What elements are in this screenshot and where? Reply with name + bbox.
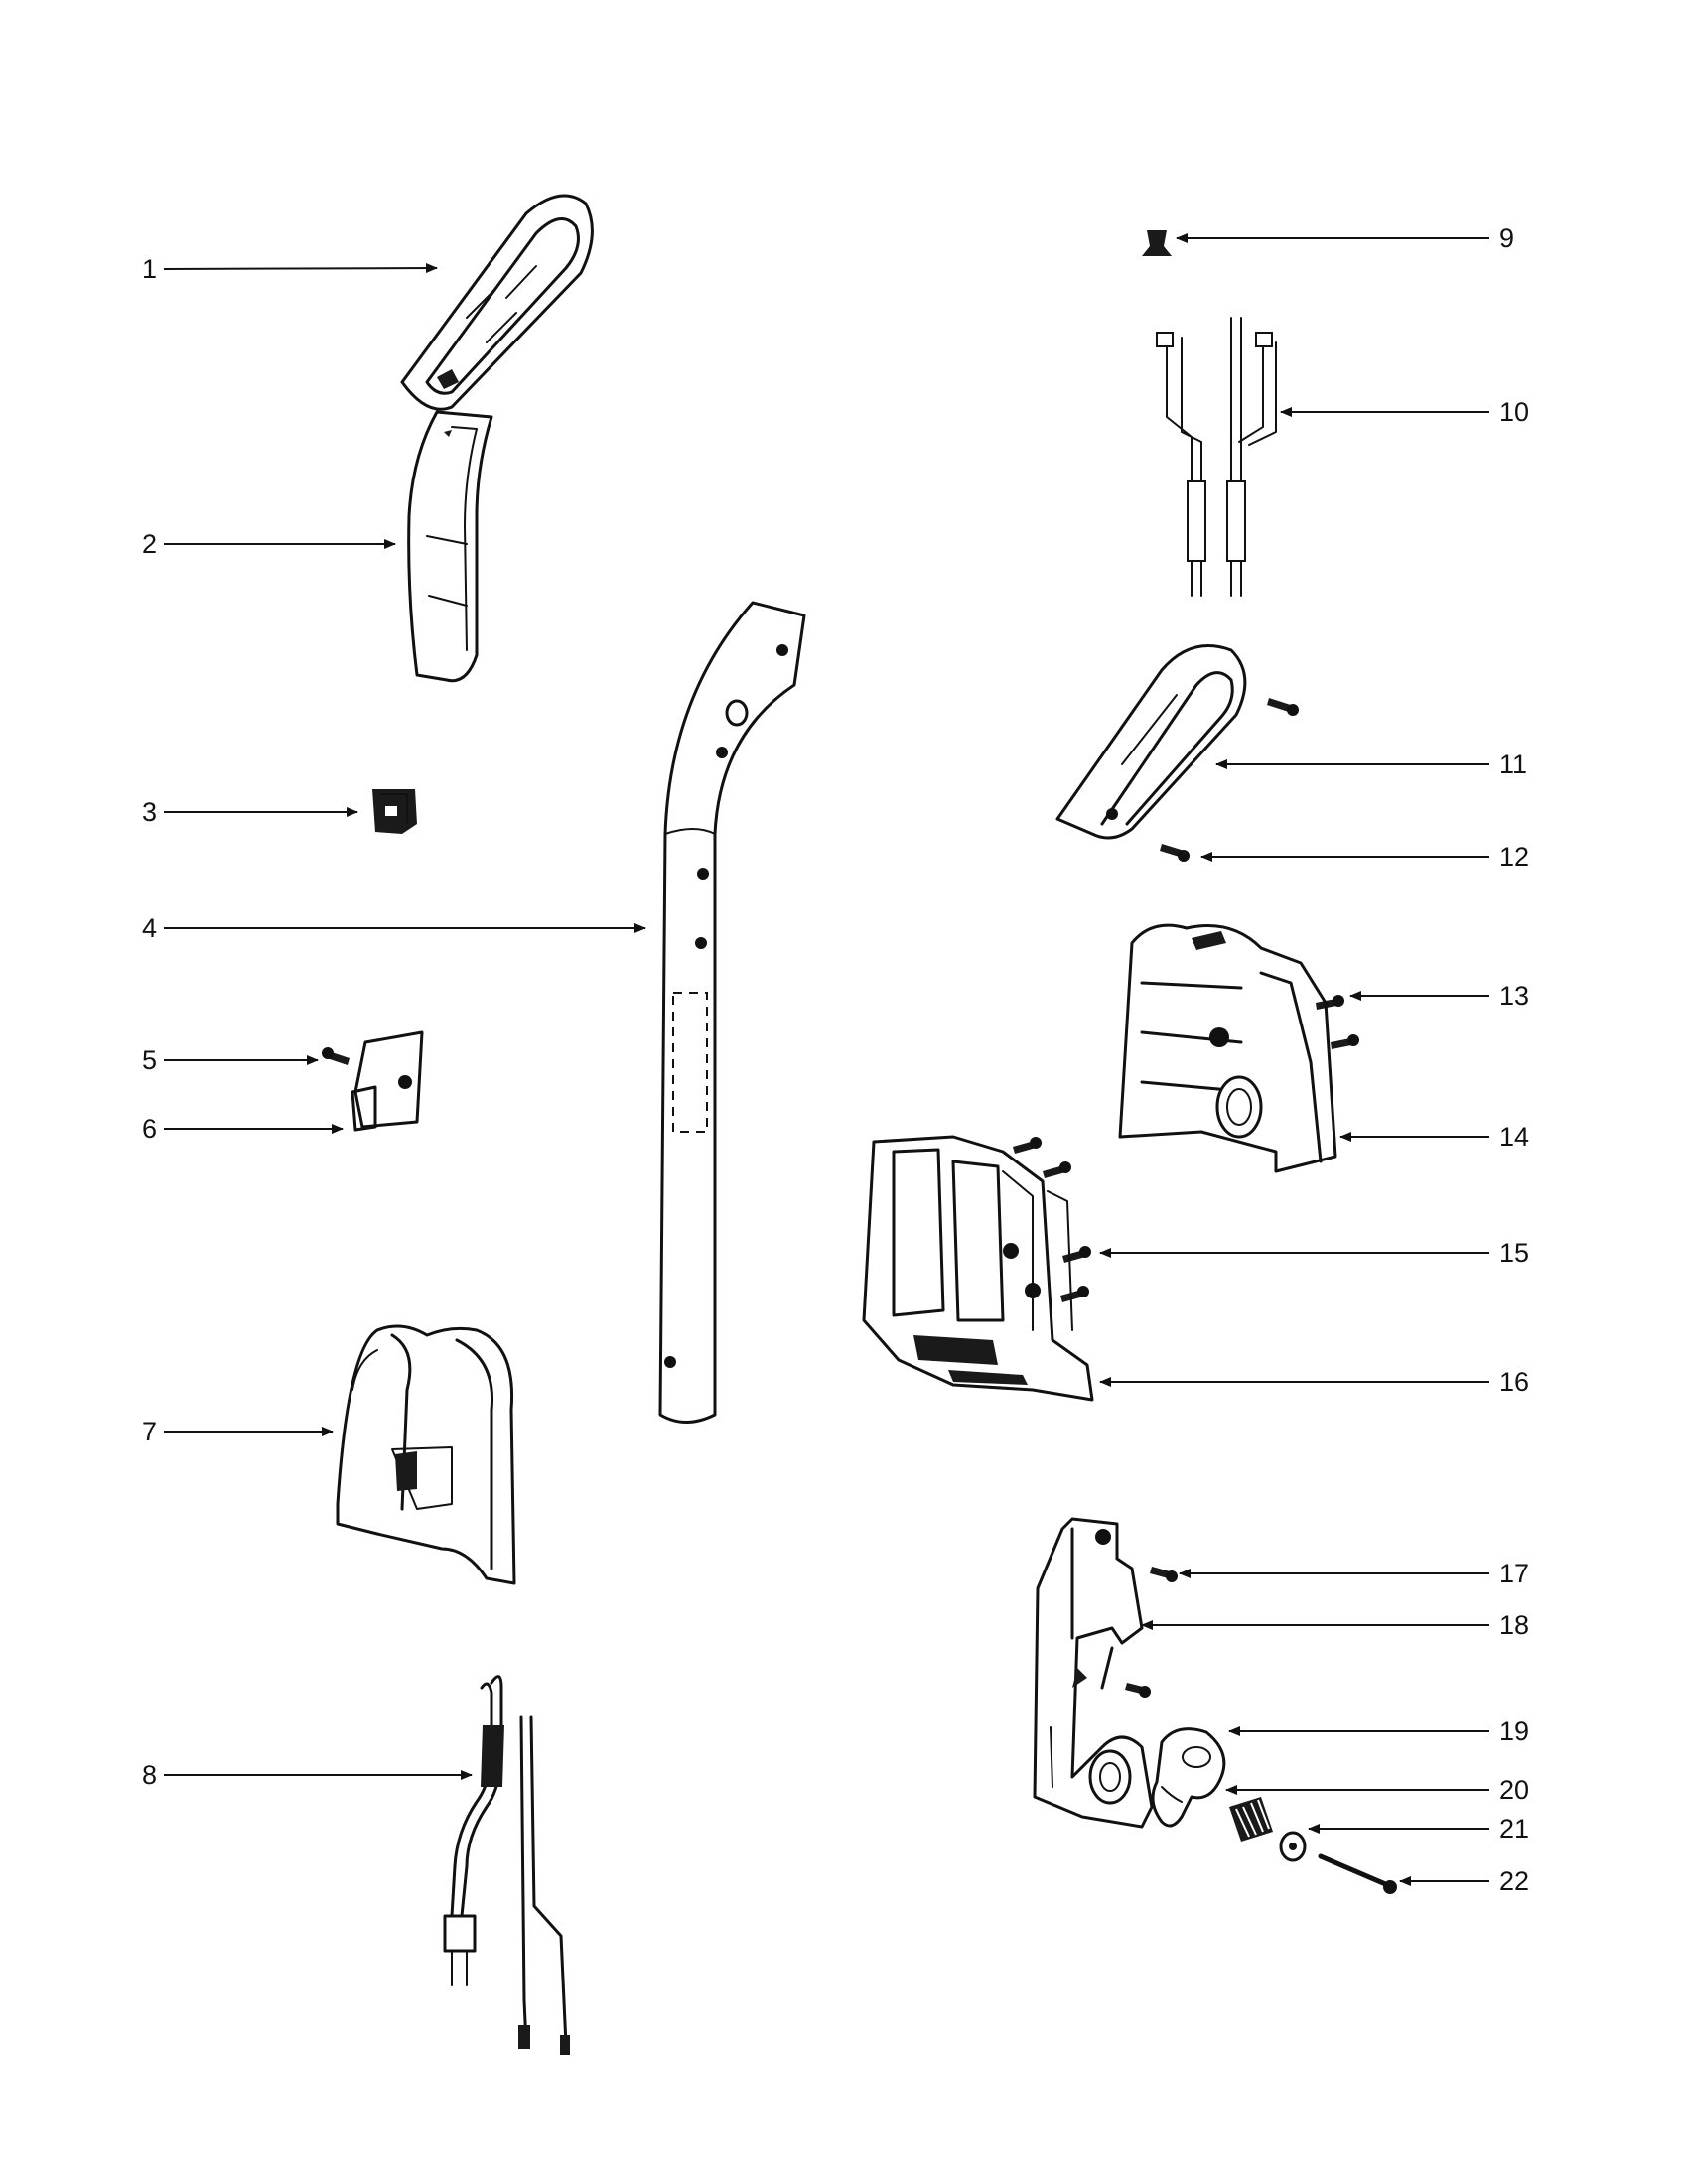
part-16-motor-assembly bbox=[862, 1135, 1094, 1402]
callout-19: 19 bbox=[1499, 1716, 1529, 1746]
callout-5: 5 bbox=[142, 1045, 157, 1075]
part-9-plug bbox=[1142, 230, 1172, 256]
part-5-screw bbox=[322, 1047, 350, 1065]
callout-21: 21 bbox=[1499, 1814, 1529, 1843]
callout-2: 2 bbox=[142, 529, 157, 559]
callout-14: 14 bbox=[1499, 1122, 1529, 1152]
part-19-wheel-bracket bbox=[1151, 1727, 1226, 1828]
callout-12: 12 bbox=[1499, 842, 1529, 872]
part-4-handle-tube bbox=[658, 601, 806, 1424]
callout-labels: 1 2 3 4 5 6 7 8 9 10 11 12 13 14 15 16 1… bbox=[142, 223, 1529, 1896]
part-7-body-cover bbox=[336, 1324, 516, 1585]
part-13-screws bbox=[1316, 995, 1359, 1049]
callout-9: 9 bbox=[1499, 223, 1514, 253]
part-2-handle-rear bbox=[407, 410, 493, 683]
part-3-switch bbox=[372, 789, 417, 834]
leader-1 bbox=[163, 263, 438, 274]
part-6-switch-plate bbox=[351, 1030, 424, 1132]
callout-20: 20 bbox=[1499, 1775, 1529, 1805]
part-20-spring bbox=[1229, 1797, 1273, 1842]
part-11-handle-front bbox=[1055, 644, 1247, 840]
callout-11: 11 bbox=[1499, 750, 1527, 779]
part-8-power-cord bbox=[443, 1675, 570, 2055]
callout-1: 1 bbox=[142, 254, 157, 284]
callout-3: 3 bbox=[142, 797, 157, 827]
callout-7: 7 bbox=[142, 1417, 157, 1446]
callout-10: 10 bbox=[1499, 397, 1529, 427]
part-1-handle-grip bbox=[400, 194, 594, 411]
callout-8: 8 bbox=[142, 1760, 157, 1790]
callout-13: 13 bbox=[1499, 981, 1529, 1011]
part-18-screw bbox=[1125, 1683, 1151, 1698]
part-17-screw bbox=[1150, 1567, 1178, 1582]
callout-6: 6 bbox=[142, 1114, 157, 1144]
callout-22: 22 bbox=[1499, 1866, 1529, 1896]
part-18-lower-housing bbox=[1033, 1517, 1154, 1829]
part-10-wiring-harness bbox=[1156, 317, 1277, 597]
part-12-screw bbox=[1160, 844, 1190, 862]
callout-16: 16 bbox=[1499, 1367, 1529, 1397]
callout-18: 18 bbox=[1499, 1610, 1529, 1640]
callout-17: 17 bbox=[1499, 1559, 1529, 1588]
part-11-screw bbox=[1267, 698, 1299, 716]
part-14-motor-housing bbox=[1118, 923, 1337, 1173]
part-21-washer bbox=[1279, 1831, 1307, 1862]
part-15-screws bbox=[1013, 1137, 1091, 1302]
callout-leaders bbox=[163, 233, 1489, 1886]
callout-4: 4 bbox=[142, 913, 157, 943]
part-22-long-screw bbox=[1318, 1853, 1397, 1894]
callout-15: 15 bbox=[1499, 1238, 1529, 1268]
